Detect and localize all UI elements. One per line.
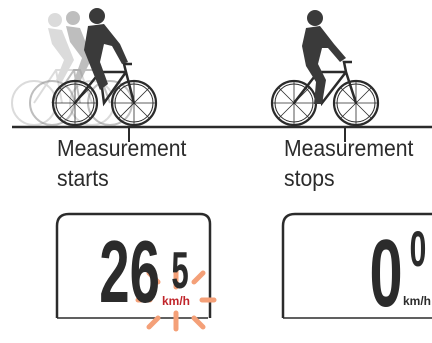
caption-stop-line2: stops (284, 164, 335, 192)
caption-stop-line1: Measurement (284, 134, 413, 162)
rider-head (307, 10, 323, 26)
rider-body (302, 26, 346, 104)
caption-start-line2: starts (57, 164, 109, 192)
speed-main-right: 0 (369, 219, 402, 326)
rider-head (89, 8, 105, 24)
ghost-cyclist-front (30, 11, 132, 125)
display-left: 26 5 km/h (57, 214, 214, 329)
caption-start-line1: Measurement (57, 134, 186, 162)
speed-main-left: 26 (99, 223, 160, 322)
display-right: 0 0 km/h (283, 214, 432, 326)
unit-label-left: km/h (162, 294, 190, 308)
cyclist-stopped (272, 10, 378, 125)
speed-decimal-right: 0 (410, 221, 427, 277)
unit-label-right: km/h (403, 294, 431, 308)
speed-decimal-left: 5 (171, 242, 188, 300)
